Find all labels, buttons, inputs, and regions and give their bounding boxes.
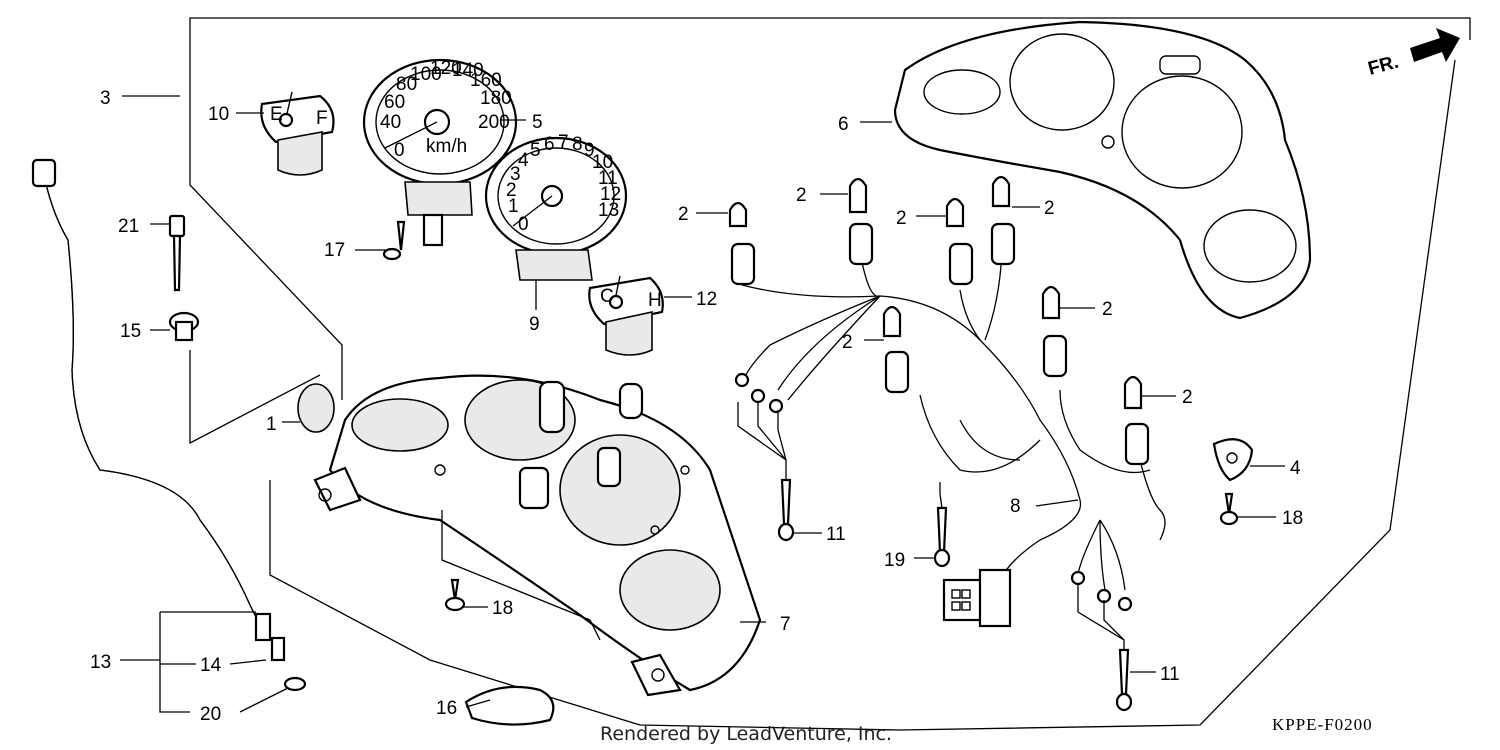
tach-6: 6 <box>544 134 555 155</box>
bulb-sockets <box>730 222 1150 466</box>
connector <box>942 568 1012 628</box>
speed-120: 120 <box>430 58 462 79</box>
label-part-2a: 2 <box>678 204 689 225</box>
label-part-21: 21 <box>118 216 139 237</box>
label-part-2e: 2 <box>842 332 853 353</box>
speed-40: 40 <box>380 112 401 133</box>
label-part-2g: 2 <box>1182 387 1193 408</box>
speedometer-cable <box>31 158 307 692</box>
footer-credit: Rendered by LeadVenture, Inc. <box>600 723 892 745</box>
temp-mark-h: H <box>648 290 662 311</box>
speed-100: 100 <box>410 64 442 85</box>
label-part-14: 14 <box>200 655 222 676</box>
label-part-16: 16 <box>436 698 457 719</box>
label-part-17: 17 <box>324 240 345 261</box>
fr-label: FR. <box>1366 52 1401 80</box>
speed-160: 160 <box>470 70 502 91</box>
label-part-11a: 11 <box>826 524 846 545</box>
label-part-19: 19 <box>884 550 905 571</box>
label-part-10: 10 <box>208 104 229 125</box>
fuel-mark-e: E <box>270 104 283 125</box>
label-part-4: 4 <box>1290 458 1301 479</box>
tach-0: 0 <box>518 214 529 235</box>
speed-180: 180 <box>480 88 512 109</box>
label-part-15: 15 <box>120 321 141 342</box>
collar-15 <box>168 311 200 342</box>
speed-200: 200 <box>478 112 510 133</box>
label-part-2b: 2 <box>796 185 807 206</box>
speed-80: 80 <box>396 74 417 95</box>
label-part-2d: 2 <box>1044 198 1055 219</box>
diagram-code: KPPE-F0200 <box>1272 715 1373 734</box>
clamp-4 <box>1212 438 1254 482</box>
part-labels: 3 10 5 6 21 17 9 12 15 1 2 2 2 2 2 2 2 4… <box>90 88 1303 725</box>
meter-case <box>313 374 762 697</box>
label-part-13: 13 <box>90 652 111 673</box>
front-direction-marker: FR. <box>1366 28 1460 80</box>
screws <box>444 478 1239 712</box>
bolt-21 <box>168 214 186 292</box>
tach-9: 9 <box>584 140 595 161</box>
tach-8: 8 <box>572 134 583 155</box>
speedometer: 0 40 60 80 100 120 140 160 180 200 km/h <box>362 58 518 247</box>
tach-10: 10 <box>592 152 613 173</box>
label-part-6: 6 <box>838 114 849 135</box>
tach-1: 1 <box>508 196 519 217</box>
bulbs <box>728 175 1143 410</box>
speed-60: 60 <box>384 92 405 113</box>
tach-5: 5 <box>530 140 541 161</box>
speed-0: 0 <box>394 140 405 161</box>
temp-mark-c: C <box>600 286 614 307</box>
label-part-1: 1 <box>266 414 277 435</box>
label-part-7: 7 <box>780 614 791 635</box>
tach-4: 4 <box>518 150 529 171</box>
label-part-8: 8 <box>1010 496 1021 517</box>
label-part-20: 20 <box>200 704 221 725</box>
label-part-18a: 18 <box>492 598 513 619</box>
fuel-mark-f: F <box>316 108 328 129</box>
label-part-18b: 18 <box>1282 508 1303 529</box>
label-part-3: 3 <box>100 88 111 109</box>
leader-lines <box>120 112 1285 713</box>
temperature-gauge: C H <box>588 275 664 356</box>
label-part-5: 5 <box>532 112 543 133</box>
meter-upper-cover <box>893 20 1312 320</box>
wire-harness <box>734 249 1166 612</box>
tach-7: 7 <box>558 132 569 153</box>
assembly-outline <box>122 17 1471 731</box>
grommets <box>297 383 555 726</box>
tach-3: 3 <box>510 164 521 185</box>
tach-12: 12 <box>600 184 621 205</box>
label-part-11b: 11 <box>1160 664 1180 685</box>
label-part-9: 9 <box>529 314 540 335</box>
speed-140: 140 <box>452 60 484 81</box>
tach-11: 11 <box>598 168 618 189</box>
label-part-12: 12 <box>696 289 717 310</box>
tach-13: 13 <box>598 200 619 221</box>
fuel-gauge: E F <box>260 91 335 176</box>
tachometer: 0 1 2 3 4 5 6 7 8 9 10 11 12 13 <box>484 132 628 281</box>
label-part-2c: 2 <box>896 208 907 229</box>
label-part-2f: 2 <box>1102 299 1113 320</box>
speed-unit: km/h <box>426 136 467 157</box>
tach-2: 2 <box>506 180 517 201</box>
screw-17 <box>382 220 406 261</box>
